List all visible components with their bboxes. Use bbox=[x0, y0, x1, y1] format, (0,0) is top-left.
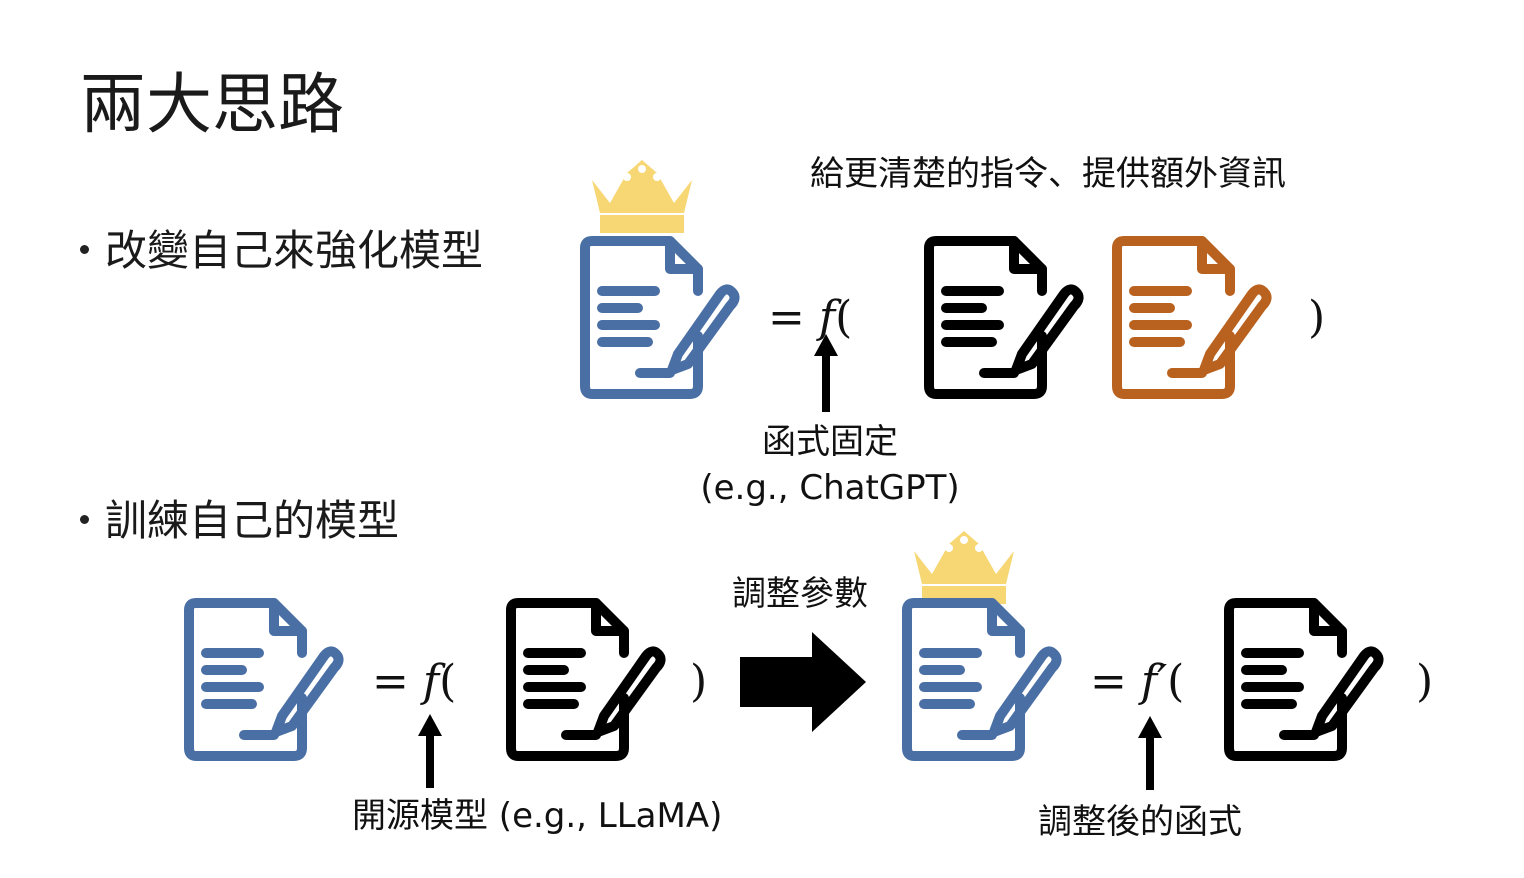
input-document-black-icon bbox=[506, 598, 666, 761]
equation-fixed-function: = f( bbox=[768, 296, 852, 340]
prompt-caption: 給更清楚的指令、提供額外資訊 bbox=[810, 154, 1286, 194]
equation-adjusted-function: = f′( bbox=[1090, 660, 1184, 704]
bullet-dot bbox=[80, 245, 89, 254]
fixed-function-example: (e.g., ChatGPT) bbox=[700, 468, 960, 508]
equation-original-function: = f( bbox=[372, 660, 456, 704]
bullet-dot bbox=[80, 515, 89, 524]
close-paren: ) bbox=[690, 656, 708, 707]
input-document-black-icon bbox=[924, 236, 1084, 399]
open-paren: ( bbox=[439, 656, 457, 707]
function-symbol: f bbox=[818, 292, 836, 343]
output-document-blue-icon bbox=[902, 598, 1062, 761]
equals-sign: = bbox=[768, 292, 805, 343]
arrow-up-icon bbox=[418, 714, 442, 788]
function-symbol: f′ bbox=[1140, 656, 1168, 707]
crown-icon bbox=[914, 531, 1014, 604]
open-paren: ( bbox=[835, 292, 853, 343]
equals-sign: = bbox=[1090, 656, 1127, 707]
close-paren: ) bbox=[1416, 656, 1434, 707]
open-paren: ( bbox=[1167, 656, 1185, 707]
adjust-parameters-label: 調整參數 bbox=[732, 574, 868, 614]
output-document-blue-icon bbox=[184, 598, 344, 761]
slide-title: 兩大思路 bbox=[80, 66, 344, 143]
fixed-function-label: 函式固定 bbox=[762, 422, 898, 462]
arrow-right-icon bbox=[740, 632, 866, 732]
arrow-up-icon bbox=[814, 334, 838, 412]
bullet-change-self: 改變自己來強化模型 bbox=[80, 230, 483, 272]
arrow-up-icon bbox=[1138, 716, 1162, 790]
crown-icon bbox=[592, 160, 692, 233]
input-document-black-icon bbox=[1224, 598, 1384, 761]
equals-sign: = bbox=[372, 656, 409, 707]
close-paren: ) bbox=[1308, 292, 1326, 343]
bullet-text: 訓練自己的模型 bbox=[105, 496, 400, 545]
open-source-model-label: 開源模型 (e.g., LLaMA) bbox=[352, 796, 723, 836]
bullet-train-own-model: 訓練自己的模型 bbox=[80, 500, 399, 542]
extra-info-document-orange-icon bbox=[1112, 236, 1272, 399]
bullet-text: 改變自己來強化模型 bbox=[105, 226, 484, 275]
function-symbol: f bbox=[422, 656, 440, 707]
adjusted-function-label: 調整後的函式 bbox=[1038, 802, 1242, 842]
output-document-blue-icon bbox=[580, 236, 740, 399]
